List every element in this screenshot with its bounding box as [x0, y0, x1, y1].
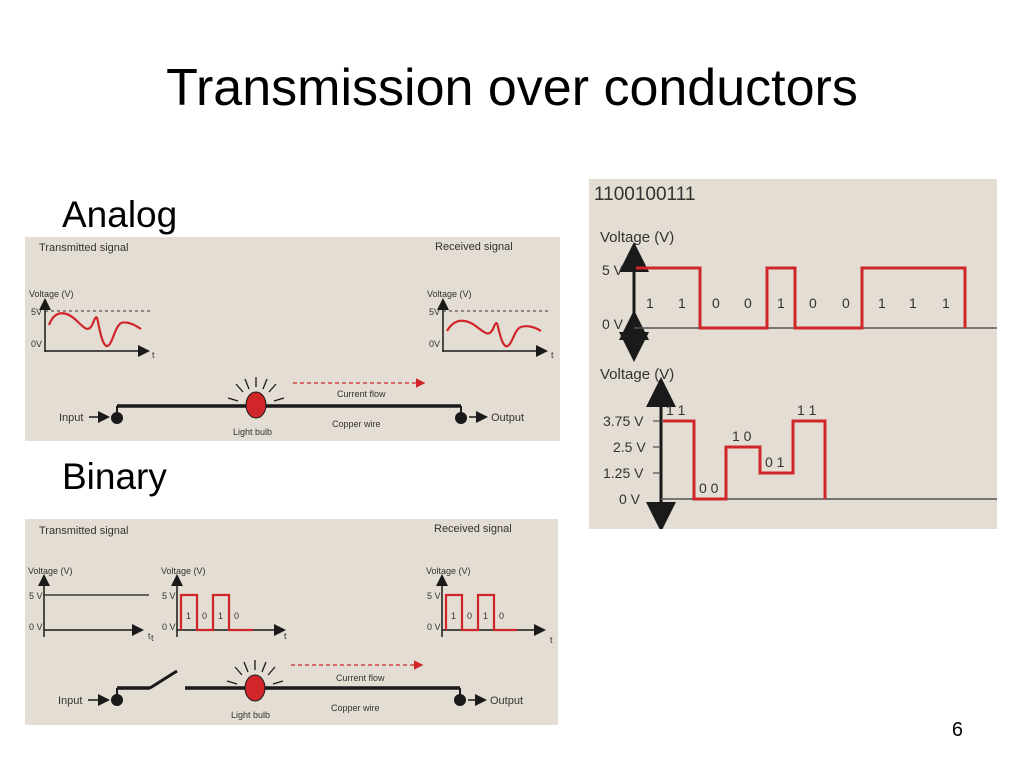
analog-right-y-top: 5V	[429, 307, 440, 317]
analog-left-voltage-label: Voltage (V)	[29, 289, 74, 299]
analog-right-signal	[446, 319, 542, 348]
top-y-tick-1: 0 V	[602, 316, 624, 332]
binary-transmitted-label: Transmitted signal	[39, 525, 128, 537]
bottom-y-tick-3: 0 V	[619, 491, 641, 507]
binary-c3-square-wave	[444, 593, 517, 632]
svg-text:t: t	[550, 635, 553, 645]
binary-current-flow-label: Current flow	[336, 673, 385, 683]
heading-analog: Analog	[62, 194, 178, 235]
binary-c1-y-zero: 0 V	[29, 622, 43, 632]
svg-text:t: t	[151, 633, 154, 643]
heading-binary: Binary	[62, 456, 167, 497]
top-bit-8: 1	[909, 295, 917, 311]
binary-output-label: Output	[490, 695, 523, 707]
bottom-4level-wave	[663, 419, 827, 501]
svg-text:t: t	[284, 631, 287, 641]
encoding-diagram: 1100100111 Voltage (V) 5 V 0 V 1 1 0 0 1…	[589, 179, 997, 529]
analog-light-bulb-label: Light bulb	[233, 427, 272, 437]
analog-input-terminal	[111, 412, 123, 424]
top-nrz-wave	[636, 266, 967, 330]
binary-c3-voltage-label: Voltage (V)	[426, 566, 471, 576]
bottom-y-tick-0: 3.75 V	[603, 413, 644, 429]
binary-c1-voltage-label: Voltage (V)	[28, 566, 73, 576]
binary-c2-bit-2: 1	[218, 611, 223, 621]
analog-left-x-label: t	[152, 350, 155, 360]
analog-output-label: Output	[491, 412, 524, 424]
top-bit-7: 1	[878, 295, 886, 311]
binary-c2-voltage-label: Voltage (V)	[161, 566, 206, 576]
binary-output-terminal	[454, 694, 466, 706]
top-y-tick-0: 5 V	[602, 262, 624, 278]
binary-input-terminal	[111, 694, 123, 706]
analog-current-flow-label: Current flow	[337, 389, 386, 399]
binary-diagram: Transmitted signal Received signal Volta…	[25, 519, 558, 725]
analog-copper-wire-label: Copper wire	[332, 419, 381, 429]
binary-switch-icon	[149, 669, 178, 690]
bitstring-label: 1100100111	[594, 184, 695, 205]
binary-c1-y-top: 5 V	[29, 591, 43, 601]
svg-text:t: t	[148, 631, 151, 641]
binary-c3-bit-2: 1	[483, 611, 488, 621]
analog-received-label: Received signal	[435, 241, 513, 253]
binary-c3-bit-1: 0	[467, 611, 472, 621]
bottom-voltage-label: Voltage (V)	[600, 366, 674, 383]
binary-copper-wire-label: Copper wire	[331, 703, 380, 713]
bottom-symbol-3: 0 1	[765, 454, 785, 470]
top-bit-1: 1	[678, 295, 686, 311]
slide-title: Transmission over conductors	[166, 59, 858, 117]
binary-c2-bit-0: 1	[186, 611, 191, 621]
top-voltage-label: Voltage (V)	[600, 229, 674, 246]
binary-received-label: Received signal	[434, 523, 512, 535]
analog-output-terminal	[455, 412, 467, 424]
binary-c2-bit-3: 0	[234, 611, 239, 621]
analog-left-y-zero: 0V	[31, 339, 42, 349]
analog-right-y-zero: 0V	[429, 339, 440, 349]
analog-left-signal	[47, 312, 142, 348]
binary-c3-bit-0: 1	[451, 611, 456, 621]
top-bit-4: 1	[777, 295, 785, 311]
binary-light-bulb-icon	[226, 660, 284, 702]
binary-light-bulb-label: Light bulb	[231, 710, 270, 720]
top-bit-3: 0	[744, 295, 752, 311]
bottom-y-tick-2: 1.25 V	[603, 465, 644, 481]
analog-left-y-top: 5V	[31, 307, 42, 317]
bottom-symbol-0: 1 1	[666, 402, 686, 418]
bottom-symbol-1: 0 0	[699, 480, 719, 496]
binary-c3-bit-3: 0	[499, 611, 504, 621]
binary-input-label: Input	[58, 695, 82, 707]
svg-text:0 V: 0 V	[427, 622, 441, 632]
page-number: 6	[951, 719, 963, 741]
top-bit-6: 0	[842, 295, 850, 311]
top-bit-2: 0	[712, 295, 720, 311]
analog-light-bulb-icon	[227, 377, 285, 419]
svg-text:5 V: 5 V	[162, 591, 176, 601]
top-bit-9: 1	[942, 295, 950, 311]
binary-c2-square-wave	[179, 593, 253, 632]
top-bit-5: 0	[809, 295, 817, 311]
analog-input-label: Input	[59, 412, 83, 424]
bottom-symbol-2: 1 0	[732, 428, 752, 444]
top-bit-0: 1	[646, 295, 654, 311]
analog-right-x-label: t	[551, 350, 554, 360]
analog-right-voltage-label: Voltage (V)	[427, 289, 472, 299]
svg-text:5 V: 5 V	[427, 591, 441, 601]
analog-diagram: Transmitted signal Received signal Volta…	[25, 237, 560, 441]
analog-transmitted-label: Transmitted signal	[39, 242, 128, 254]
bottom-y-tick-1: 2.5 V	[613, 439, 646, 455]
bottom-symbol-4: 1 1	[797, 402, 817, 418]
binary-c2-bit-1: 0	[202, 611, 207, 621]
svg-text:0 V: 0 V	[162, 622, 176, 632]
